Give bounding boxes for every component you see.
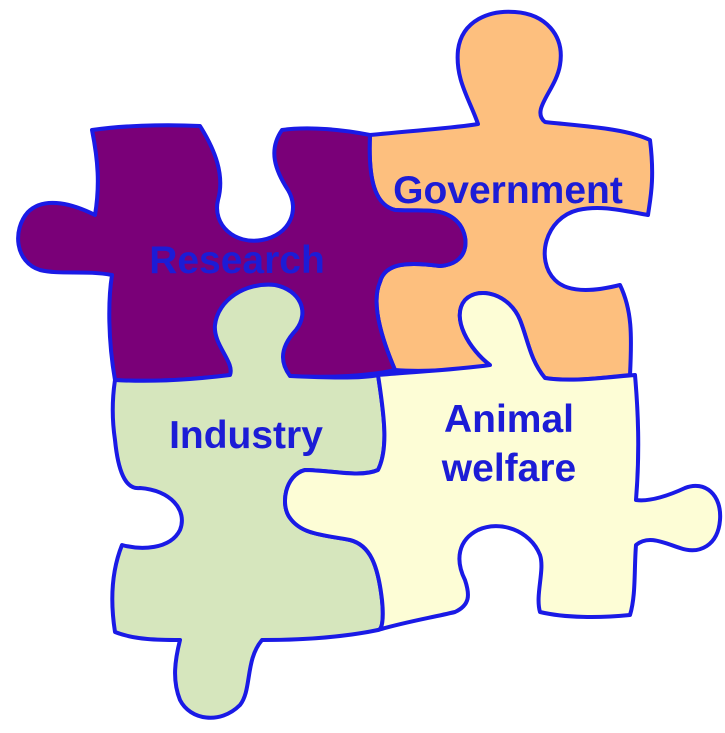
government-label: Government bbox=[393, 169, 623, 212]
research-label: Research bbox=[149, 239, 325, 282]
industry-label: Industry bbox=[169, 414, 323, 457]
animal-welfare-label-line2: welfare bbox=[441, 447, 576, 490]
research-piece bbox=[16, 123, 468, 383]
animal-welfare-label-line1: Animal bbox=[444, 398, 574, 441]
animal-welfare-piece bbox=[283, 290, 723, 632]
